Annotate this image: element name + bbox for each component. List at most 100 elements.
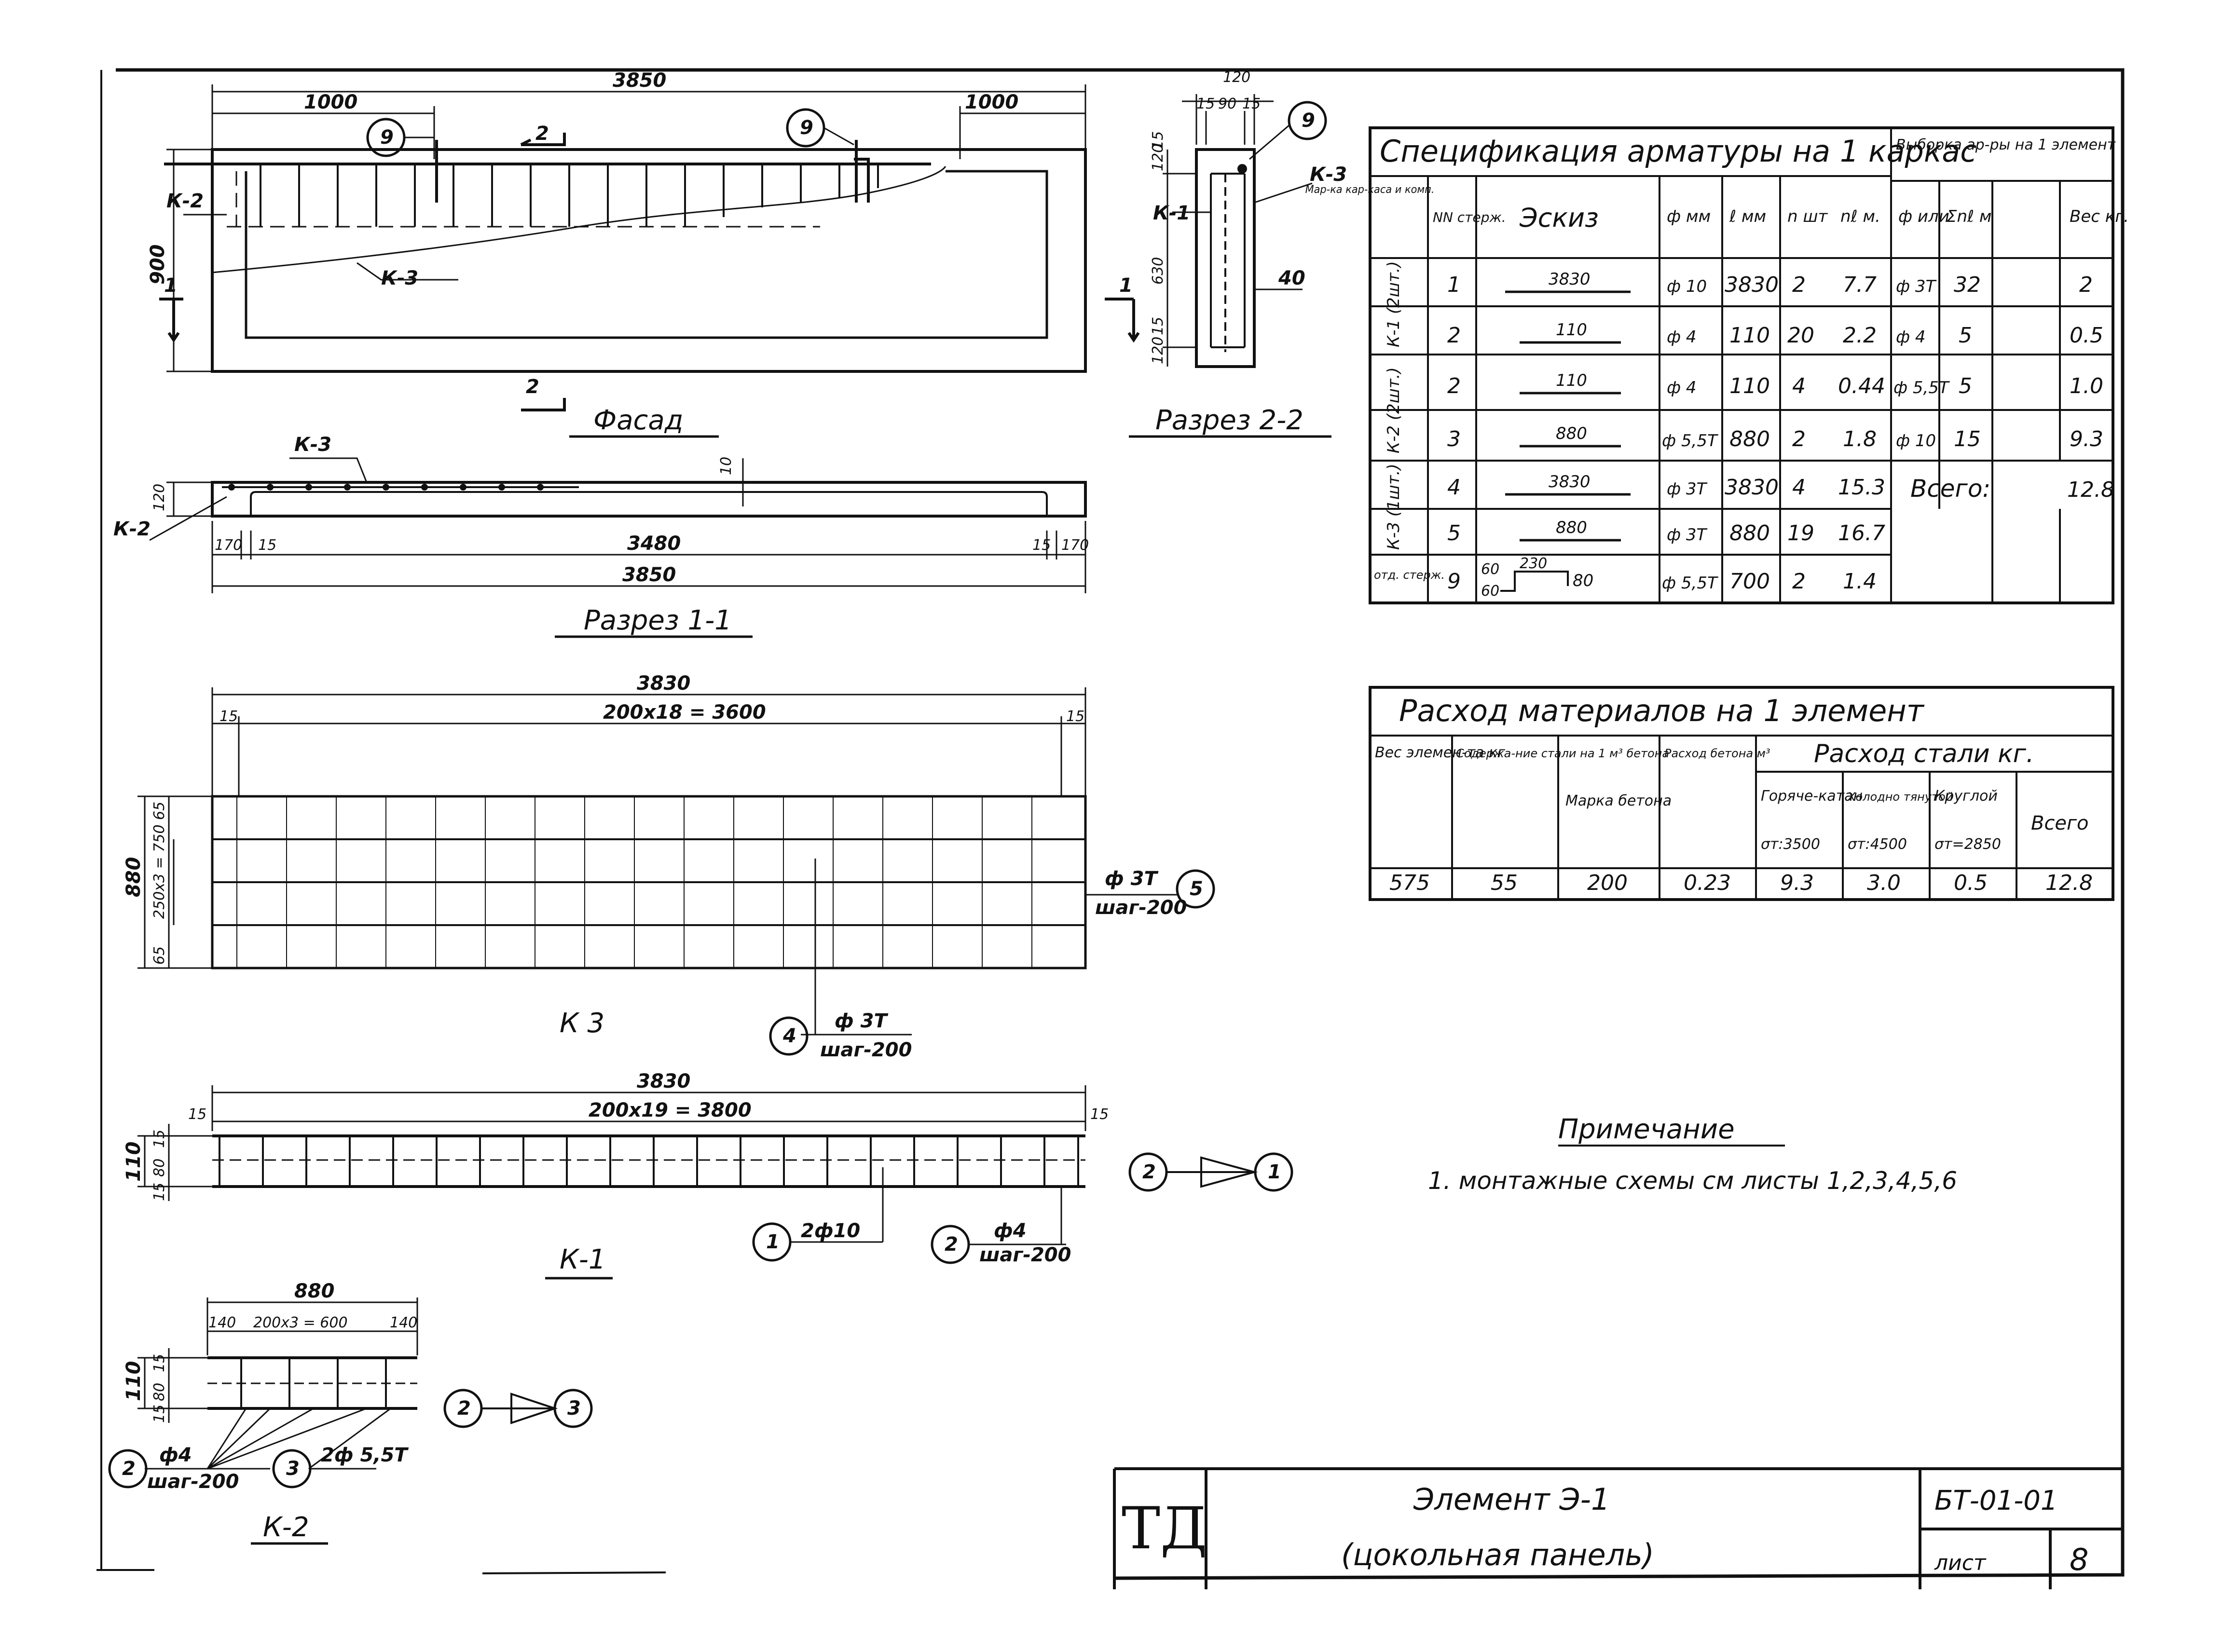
svg-text:2: 2: [2079, 273, 2093, 297]
svg-text:120: 120: [151, 484, 168, 511]
spec-header-phi: ф мм: [1667, 207, 1711, 226]
svg-text:1: 1: [1447, 273, 1461, 297]
k1-callout-1: [752, 1222, 792, 1262]
k2-dim-total: 880: [294, 1280, 335, 1302]
rebar-dot: [1237, 164, 1247, 174]
svg-text:3: 3: [567, 1397, 581, 1420]
k3-dim-total: 3830: [637, 672, 690, 695]
svg-text:20: 20: [1787, 323, 1814, 348]
material-steel-group: Расход стали кг.: [1814, 739, 2034, 768]
material-header-cold: Холодно тянутой: [1847, 790, 1953, 804]
svg-text:3830: 3830: [1549, 270, 1591, 289]
material-title: Расход материалов на 1 элемент: [1399, 693, 1925, 728]
svg-text:9: 9: [380, 126, 394, 149]
svg-text:ф 3Т: ф 3Т: [1667, 525, 1708, 545]
svg-text:2: 2: [945, 1233, 958, 1256]
k3-title: К 3: [560, 1008, 604, 1039]
svg-text:1: 1: [1268, 1161, 1281, 1183]
svg-text:15.3: 15.3: [1838, 475, 1885, 500]
svg-text:3: 3: [286, 1458, 300, 1480]
svg-text:1.0: 1.0: [2070, 374, 2103, 398]
facade-view: 3850 1000 1000 900 К-2 К-3 9 9 2 2 1 1 Ф…: [147, 69, 1140, 438]
svg-text:15: 15: [151, 1183, 168, 1201]
svg-text:120: 120: [1150, 337, 1166, 364]
svg-text:15: 15: [1090, 1106, 1109, 1123]
section11-title: Разрез 1-1: [584, 605, 732, 636]
k1-title: К-1: [560, 1244, 606, 1275]
spec-header-mark: Мар-ка кар-каса и комп.: [1305, 184, 1435, 196]
spec-row: 5 880 ф 3Т 880 19 16.7: [1447, 518, 1885, 546]
material-header-cold-sigma: σт:4500: [1848, 836, 1907, 853]
section-2-2-view: 120 15 90 15 120 15 630 15 120 40 К-1 К-…: [1129, 69, 1347, 438]
material-header-round: Круглой: [1934, 788, 1998, 805]
spec-header-nn: NN стерж.: [1433, 209, 1506, 225]
svg-text:880: 880: [1556, 424, 1587, 443]
svg-text:4: 4: [1447, 475, 1461, 500]
spec-table: Спецификация арматуры на 1 каркас Выборк…: [1305, 126, 2129, 604]
svg-text:10: 10: [718, 457, 735, 475]
svg-text:ф 10: ф 10: [1667, 277, 1707, 296]
svg-text:2: 2: [1447, 323, 1461, 348]
svg-text:630: 630: [1150, 257, 1166, 285]
svg-text:15: 15: [188, 1106, 206, 1123]
svg-text:ф 4: ф 4: [1667, 378, 1697, 397]
material-header-grade: Марка бетона: [1565, 792, 1672, 809]
svg-text:ф 3Т: ф 3Т: [1667, 479, 1708, 499]
facade-label-k3: К-3: [381, 267, 418, 289]
svg-text:15: 15: [1196, 96, 1215, 112]
title-name-line2: (цокольная панель): [1341, 1537, 1654, 1572]
k1-dim-total: 3830: [637, 1070, 690, 1092]
facade-title: Фасад: [593, 405, 683, 436]
svg-text:170: 170: [215, 537, 242, 554]
spec-header-len: ℓ мм: [1729, 207, 1766, 226]
svg-text:230: 230: [1520, 555, 1547, 572]
svg-text:2: 2: [1792, 569, 1806, 594]
material-header-hot-sigma: σт:3500: [1761, 836, 1820, 853]
svg-text:110: 110: [1556, 371, 1587, 390]
svg-text:ф 5,5Т: ф 5,5Т: [1662, 573, 1718, 593]
material-value-concrete: 0.23: [1684, 871, 1731, 895]
facade-stirrups: [260, 164, 879, 227]
k1-callout-2-bar: ф4: [994, 1220, 1027, 1242]
svg-text:2: 2: [1447, 374, 1461, 398]
svg-text:32: 32: [1954, 273, 1981, 297]
note-text: 1. монтажные схемы см листы 1,2,3,4,5,6: [1428, 1167, 1957, 1195]
note-block: Примечание 1. монтажные схемы см листы 1…: [1428, 1114, 1957, 1195]
spec-row: 2 110 ф 4 110 4 0.44: [1447, 371, 1885, 398]
svg-text:1.4: 1.4: [1843, 569, 1877, 594]
k1-weld-to: [1254, 1152, 1293, 1192]
spec-title: Спецификация арматуры на 1 каркас: [1380, 134, 1976, 169]
section22-title: Разрез 2-2: [1155, 405, 1303, 436]
svg-text:4: 4: [782, 1025, 796, 1047]
note-title: Примечание: [1558, 1114, 1735, 1145]
svg-text:15: 15: [1150, 317, 1166, 335]
svg-text:3830: 3830: [1725, 273, 1779, 297]
spec-header-cnl: Σnℓ м: [1947, 207, 1992, 226]
spec-header-sketch: Эскиз: [1519, 203, 1599, 233]
svg-text:4: 4: [1792, 475, 1806, 500]
svg-text:880: 880: [1556, 518, 1587, 537]
svg-text:60: 60: [1481, 561, 1499, 578]
sample-row: ф 4 5 0.5: [1896, 323, 2103, 348]
svg-text:80: 80: [1573, 571, 1593, 590]
k2-callout-2-bar: ф4: [159, 1444, 192, 1466]
svg-text:5: 5: [1190, 878, 1203, 900]
svg-text:ф 4: ф 4: [1896, 328, 1926, 347]
svg-text:110: 110: [1729, 374, 1770, 398]
svg-text:15: 15: [1954, 427, 1981, 451]
svg-text:2: 2: [1792, 273, 1806, 297]
svg-text:15: 15: [258, 537, 276, 554]
svg-text:0.44: 0.44: [1838, 374, 1885, 398]
spec-group-k1: К-1 (2шт.): [1384, 261, 1403, 347]
svg-text:9.3: 9.3: [2070, 427, 2103, 451]
k2-dim-spacing: 200х3 = 600: [253, 1314, 348, 1331]
svg-text:15: 15: [1032, 537, 1051, 554]
k3-callout-4: [769, 1016, 809, 1056]
svg-text:0.5: 0.5: [2070, 323, 2103, 348]
spec-group-k3: К-3 (1шт.): [1384, 464, 1403, 550]
sheet-frame: [96, 68, 2125, 1580]
material-value-content: 55: [1491, 871, 1518, 895]
svg-text:4: 4: [1792, 374, 1806, 398]
k2-callout-3-bar: 2ф 5,5Т: [321, 1444, 409, 1466]
section11-dim-3480: 3480: [627, 532, 681, 555]
